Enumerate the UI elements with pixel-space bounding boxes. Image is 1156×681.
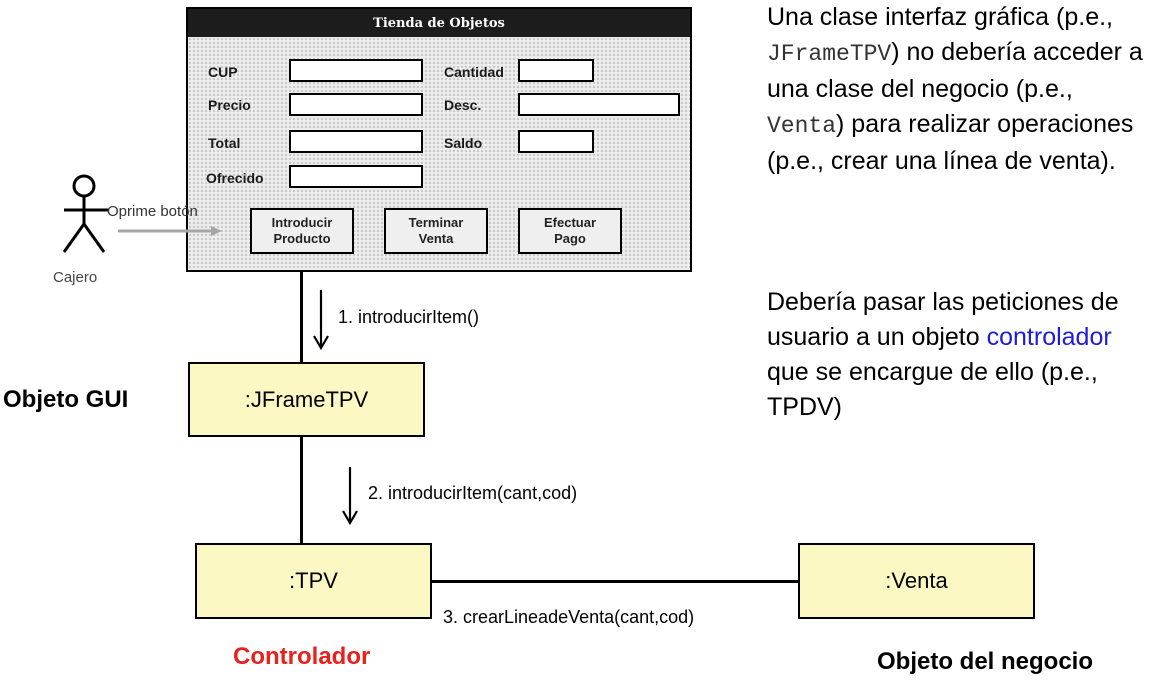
desc-field[interactable] — [518, 93, 680, 116]
link-gui-controller — [300, 436, 303, 543]
actor-action-label: Oprime botón — [107, 203, 198, 220]
gui-object-label: Objeto GUI — [3, 386, 129, 413]
controller-object-box: :TPV — [195, 543, 432, 619]
cantidad-label: Cantidad — [444, 64, 504, 80]
explanation-paragraph-1: Una clase interfaz gráfica (p.e., JFrame… — [767, 3, 1143, 175]
link-window-gui — [300, 272, 303, 362]
gui-object-box: :JFrameTPV — [188, 362, 425, 437]
store-window: Tienda de Objetos CUP Precio Total Ofrec… — [186, 7, 692, 272]
ofrecido-label: Ofrecido — [206, 170, 264, 186]
cup-field[interactable] — [289, 59, 423, 82]
saldo-field[interactable] — [518, 130, 594, 153]
venta-object-box: :Venta — [798, 543, 1035, 619]
arrow-down-icon — [313, 290, 329, 351]
controller-label: Controlador — [233, 643, 371, 670]
message-2: 2. introducirItem(cant,cod) — [368, 483, 578, 503]
introducir-producto-button[interactable]: Introducir Producto — [250, 208, 354, 254]
desc-label: Desc. — [444, 97, 482, 113]
total-label: Total — [208, 135, 241, 151]
window-title: Tienda de Objetos — [188, 9, 690, 37]
precio-field[interactable] — [289, 93, 423, 116]
code-venta: Venta — [767, 113, 837, 139]
efectuar-pago-button[interactable]: Efectuar Pago — [518, 208, 622, 254]
explanation-paragraph-2: Debería pasar las peticiones de usuario … — [767, 288, 1119, 421]
cup-label: CUP — [208, 64, 238, 80]
total-field[interactable] — [289, 130, 423, 153]
terminar-venta-button[interactable]: Terminar Venta — [384, 208, 488, 254]
arrow-down-icon — [342, 467, 358, 526]
cantidad-field[interactable] — [518, 59, 594, 82]
link-controller-venta — [432, 580, 798, 583]
actor-figure-icon — [62, 174, 222, 253]
actor-name-label: Cajero — [53, 269, 98, 286]
saldo-label: Saldo — [444, 135, 483, 151]
message-1: 1. introducirItem() — [338, 307, 480, 327]
business-object-label: Objeto del negocio — [877, 648, 1094, 675]
precio-label: Precio — [208, 97, 251, 113]
code-jframetpv: JFrameTPV — [767, 41, 892, 67]
controlador-link: controlador — [986, 323, 1112, 351]
ofrecido-field[interactable] — [289, 165, 423, 188]
message-3: 3. crearLineadeVenta(cant,cod) — [443, 607, 695, 627]
